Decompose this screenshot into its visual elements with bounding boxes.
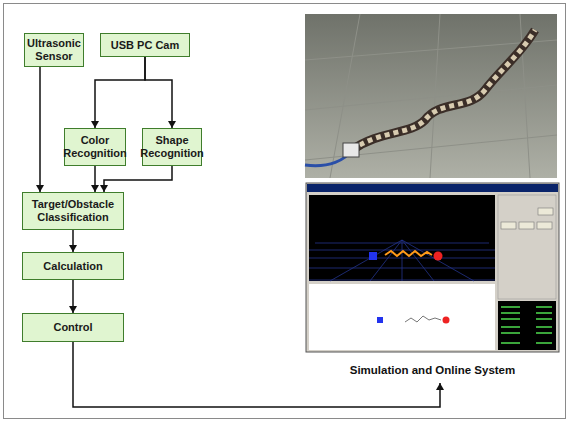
connector-line [95, 57, 145, 128]
connector-line [104, 166, 172, 192]
box-label: Color Recognition [63, 134, 127, 160]
flow-arrow [69, 230, 77, 252]
flow-arrow [91, 57, 145, 128]
arrow-head [36, 185, 44, 192]
simulation-screenshot [306, 183, 559, 352]
arrow-head [91, 185, 99, 192]
robot-photo [305, 14, 557, 178]
box-label: Calculation [43, 260, 102, 273]
connector-line [145, 57, 172, 128]
system-panel: Simulation and Online System [306, 183, 559, 383]
arrow-head [91, 121, 99, 128]
caption-text: Simulation and Online System [350, 364, 516, 377]
box-label: Shape Recognition [140, 134, 204, 160]
arrow-head [168, 121, 176, 128]
connector-line [39, 67, 41, 192]
box-label: USB PC Cam [111, 39, 179, 52]
camera-box: USB PC Cam [100, 33, 190, 57]
process-box: Control [22, 313, 124, 342]
process-box: Shape Recognition [142, 128, 202, 166]
sensor-box: Ultrasonic Sensor [24, 33, 84, 67]
flow-arrow [36, 67, 44, 192]
arrow-head [100, 185, 108, 192]
flow-arrow [100, 166, 172, 192]
arrow-head [436, 383, 444, 390]
flow-arrow [91, 166, 99, 192]
process-box: Calculation [22, 252, 124, 280]
process-box: Color Recognition [64, 128, 126, 166]
flow-arrow [145, 57, 176, 128]
box-label: Ultrasonic Sensor [27, 37, 81, 63]
arrow-head [69, 306, 77, 313]
box-label: Target/Obstacle Classification [27, 198, 119, 224]
outer-frame [4, 4, 566, 419]
process-box: Target/Obstacle Classification [22, 192, 124, 230]
flow-arrow [69, 280, 77, 313]
arrow-head [69, 245, 77, 252]
box-label: Control [53, 321, 92, 334]
